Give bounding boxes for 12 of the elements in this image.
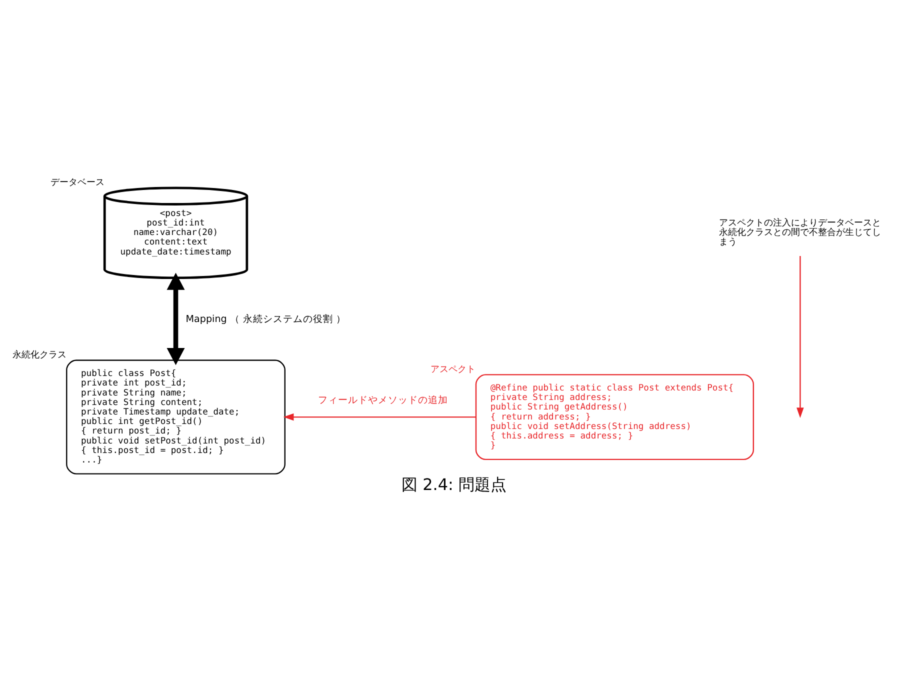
edge-label: Mapping （ 永続システムの役割 ） [186,313,346,324]
node-label: データベース [50,178,104,188]
arrow [166,272,185,365]
node-label: アスペクト [430,364,476,375]
node-text: アスペクトの注入によりデータベースと永続化クラスとの間で不整合が生じてしまう [719,218,882,248]
caption: 図 2.4: 問題点 [402,474,506,494]
node-box: @Refine public static class Post extends Post{ private String address; public String getAddress() { return address; } public void setAddress(String address) { this.address = address; } } [475,374,754,460]
node-label: 永続化クラス [12,350,66,360]
arrow [796,256,804,418]
arrow [283,412,476,420]
edge-label: フィールドやメソッドの追加 [318,394,448,406]
node-box: public class Post{ private int post_id; private String name; private String content; private Timestamp update_date; public int getPost_id() { return post_id; } public void setPost_id(int post_id) { this.post_id = post.id; } ...} [66,359,286,474]
